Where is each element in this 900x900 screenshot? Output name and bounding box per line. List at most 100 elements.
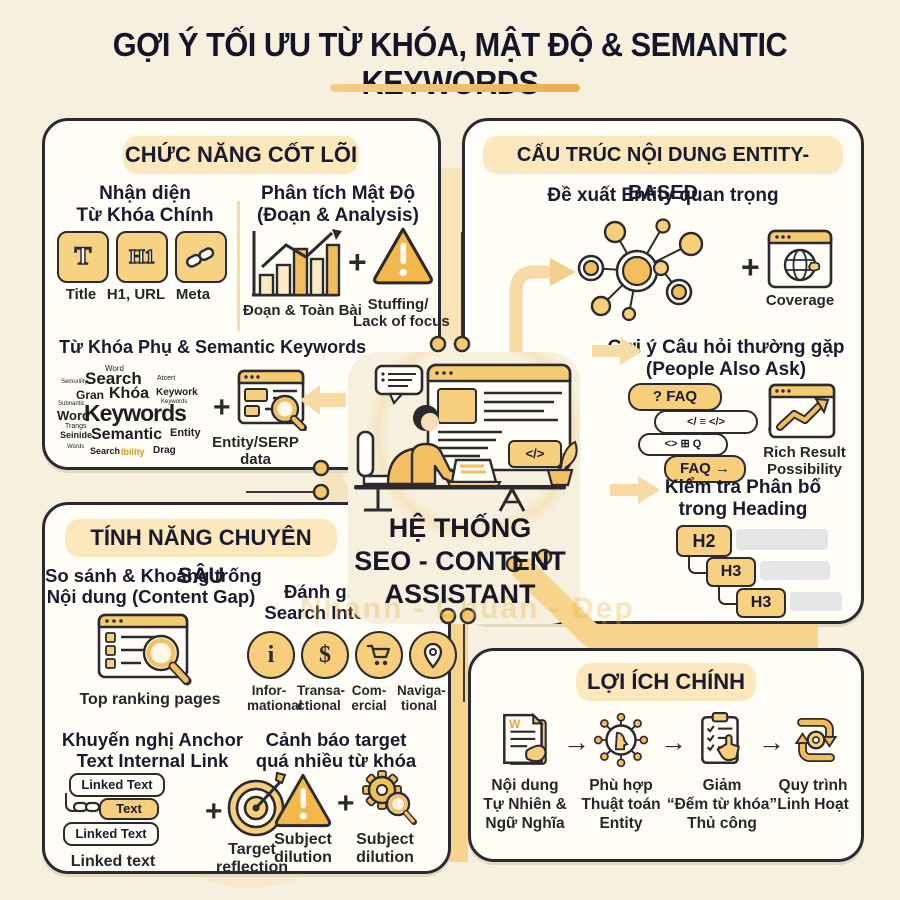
column-divider (237, 201, 240, 331)
page-title: GỢI Ý TỐI ƯU TỪ KHÓA, MẬT ĐỘ & SEMANTIC … (112, 26, 788, 101)
h3-text-bar-2 (790, 592, 842, 611)
natural-content-icon (503, 712, 547, 765)
doc-w-glyph: W (509, 717, 521, 731)
meta-label: Meta (175, 286, 211, 303)
cloud-word: Search (90, 446, 121, 456)
cloud-word: Keywords (161, 399, 188, 405)
coverage-globe-icon (767, 229, 833, 289)
title-tag-glyph: T (74, 242, 92, 271)
h1-tag-glyph: H1 (128, 245, 155, 269)
search-intent-title: Đánh giá Search Intent (264, 581, 381, 624)
entity-plus: + (741, 249, 760, 285)
gear-magnifier-icon (362, 770, 417, 825)
benefit-label-4: Quy trình Linh Hoạt (777, 777, 849, 813)
keyword-word-cloud: Word Search Atcert Semurility Gran Khóa … (57, 365, 215, 463)
faq-bubble-3: <> ⊞ Q (638, 433, 728, 456)
cloud-word: Gran (76, 388, 105, 402)
overtarget-warning-title: Cảnh báo target quá nhiều từ khóa (255, 729, 417, 772)
panel-advanced-header: TÍNH NĂNG CHUYÊN SÂU (65, 519, 337, 588)
cloud-word: Trangs (65, 423, 87, 430)
benefit-arrow-3: → (758, 727, 785, 757)
cloud-word: Atcert (157, 375, 176, 382)
flexible-workflow-icon (794, 717, 838, 763)
benefit-label-2: Phù hợp Thuật toán Entity (581, 777, 661, 832)
warning-triangle-icon (373, 227, 433, 285)
panel-benefits-header: LỢI ÍCH CHÍNH (576, 663, 756, 701)
info-glyph: i (267, 641, 275, 668)
navigational-pin-icon (409, 631, 457, 679)
h1-url-label: H1, URL (106, 286, 166, 303)
secondary-keywords-title: Từ Khóa Phụ & Semantic Keywords (59, 337, 367, 357)
cloud-word: Ibility (121, 447, 145, 457)
title-underline (330, 84, 580, 92)
h2-box: H2 (676, 525, 732, 557)
panel-entity-header: CẤU TRÚC NỘI DUNG ENTITY-BASED (483, 136, 843, 204)
anchor-connector (65, 793, 81, 812)
top-ranking-label: Top ranking pages (79, 691, 221, 708)
target-reflection-label: Target reflection (215, 841, 288, 876)
cloud-word: Word (105, 364, 124, 373)
benefit-label-3: Giảm “Đếm từ khóa” Thủ công (666, 777, 778, 832)
cloud-word: Word (57, 408, 90, 423)
anchor-plus: + (205, 795, 223, 828)
subject-dilution-label-2: Subject dilution (356, 831, 414, 866)
h3-box: H3 (706, 557, 756, 587)
faq-bubbles: ? FAQ </ ≡ </> <> ⊞ Q FAQ → (628, 383, 763, 485)
content-gap-icon (97, 613, 192, 686)
coverage-label: Coverage (765, 292, 835, 309)
secondary-plus: + (213, 391, 231, 424)
code-chip: </> (508, 440, 562, 468)
keyword-id-icons: T H1 (57, 231, 227, 283)
entity-suggest-title: Đề xuất Entity quan trọng (523, 185, 803, 207)
entity-network-icon (577, 218, 704, 322)
panel-key-benefits: LỢI ÍCH CHÍNH W → (468, 648, 864, 862)
bar-chart-icon (252, 229, 342, 297)
benefit-arrow-1: → (563, 727, 590, 757)
cloud-word: Keywork (156, 387, 198, 398)
cloud-word: Semurility (61, 379, 88, 385)
panel-core-header: CHỨC NĂNG CỐT LÕI (123, 136, 359, 174)
seo-assistant-illustration: </> (352, 358, 578, 512)
h2-text-bar (736, 529, 828, 550)
cloud-word: Drag (153, 445, 176, 456)
density-title: Phân tích Mật Độ (Đoạn & Analysis) (257, 183, 419, 227)
serp-data-label: Entity/SERP data (212, 434, 299, 468)
linked-text-label: Linked text (70, 853, 156, 870)
search-intent-icons: i $ (247, 631, 457, 679)
informational-label: Infor- mational (247, 683, 303, 714)
navigational-label: Naviga- tional (397, 683, 446, 714)
chain-link-icon (73, 801, 101, 813)
warning-plus: + (337, 787, 355, 820)
benefit-label-1: Nội dung Tự Nhiên & Ngữ Nghĩa (483, 777, 567, 832)
h3-box-2: H3 (736, 588, 786, 618)
target-icon (227, 771, 287, 837)
rich-result-label: Rich Result Possibility (763, 444, 846, 478)
faq-bubble-2: </ ≡ </> (654, 410, 758, 434)
density-plus: + (348, 244, 367, 280)
linked-text-pill-1: Linked Text (69, 773, 165, 797)
cloud-word: Entity (170, 427, 201, 439)
title-tag-icon: T (57, 231, 109, 283)
anchor-graphic: Linked Text Text Linked Text (61, 773, 211, 851)
dilution-warning-icon (274, 773, 332, 828)
faq-bubble-1: ? FAQ (628, 383, 722, 411)
heading-check-title: Kiểm tra Phân bố trong Heading (664, 477, 822, 521)
h1-tag-icon: H1 (116, 231, 168, 283)
linked-text-pill-2: Linked Text (63, 822, 159, 846)
faq-title: Gợi ý Câu hỏi thường gặp (People Also As… (607, 337, 845, 381)
anchor-title: Khuyến nghị Anchor Text Internal Link (61, 729, 244, 772)
stuffing-label: Stuffing/ Lack of focus (353, 296, 450, 330)
title-tag-label: Title (65, 286, 97, 303)
dollar-glyph: $ (319, 641, 331, 668)
informational-icon: i (247, 631, 295, 679)
cloud-word: Semantic (91, 426, 163, 443)
manual-count-reduction-icon (701, 712, 740, 765)
faq-bubble-4: FAQ → (664, 455, 746, 483)
cloud-word: Keywords (84, 400, 187, 426)
cloud-word: Subnantic (58, 401, 85, 407)
cloud-word: Words (67, 444, 85, 450)
benefit-arrow-2: → (660, 727, 687, 757)
link-icon (175, 231, 227, 283)
transactional-icon: $ (301, 631, 349, 679)
